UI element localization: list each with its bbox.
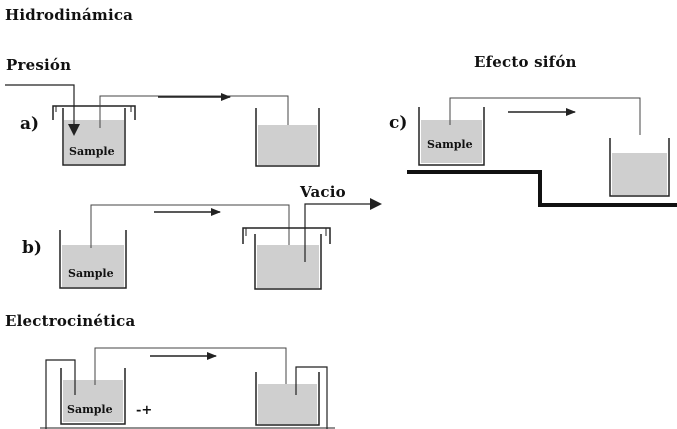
dest-vial-b-liquid [257, 245, 319, 288]
electrode-right [295, 366, 328, 429]
dest-vial-a-liquid [258, 125, 317, 165]
polarity-label: -+ [136, 403, 153, 418]
panel-b [59, 198, 382, 290]
dest-vial-e-liquid [258, 384, 317, 424]
sample-label-b: Sample [68, 267, 114, 280]
pressure-arrow [5, 84, 75, 128]
sample-label-e: Sample [67, 403, 113, 416]
dest-vial-c-liquid [612, 153, 667, 195]
capillary-a [99, 95, 289, 128]
dest-vial-b [254, 234, 322, 290]
pressure-lid-a [52, 105, 136, 120]
electrode-left [45, 359, 76, 429]
capillary-c [449, 97, 641, 135]
capillary-e [94, 347, 287, 385]
source-vial-e [60, 368, 126, 425]
dest-vial-e [255, 372, 320, 426]
sample-label-c: Sample [427, 138, 473, 151]
source-vial-c [418, 107, 485, 166]
dest-vial-a [255, 108, 320, 167]
label-pressure: Presión [6, 56, 72, 74]
panel-label-b: b) [22, 238, 42, 258]
dest-vial-c [609, 138, 670, 197]
label-siphon: Efecto sifón [474, 53, 577, 71]
label-vacuum: Vacio [300, 183, 346, 201]
panel-electrokinetic [40, 347, 335, 429]
source-vial-c-liquid [421, 120, 482, 163]
height-step [407, 170, 677, 207]
source-vial-b-liquid [62, 245, 124, 287]
panel-label-a: a) [20, 114, 40, 134]
source-vial-a [62, 108, 126, 166]
vacuum-arrow [304, 203, 372, 262]
panel-c [407, 97, 677, 207]
panel-a [5, 84, 320, 167]
source-vial-e-liquid [63, 380, 123, 422]
sample-label-a: Sample [69, 145, 115, 158]
heading-hydrodynamic: Hidrodinámica [5, 6, 134, 24]
panel-label-c: c) [389, 113, 408, 133]
vacuum-lid-b [242, 227, 331, 244]
heading-electrokinetic: Electrocinética [5, 312, 136, 330]
source-vial-b [59, 230, 127, 289]
